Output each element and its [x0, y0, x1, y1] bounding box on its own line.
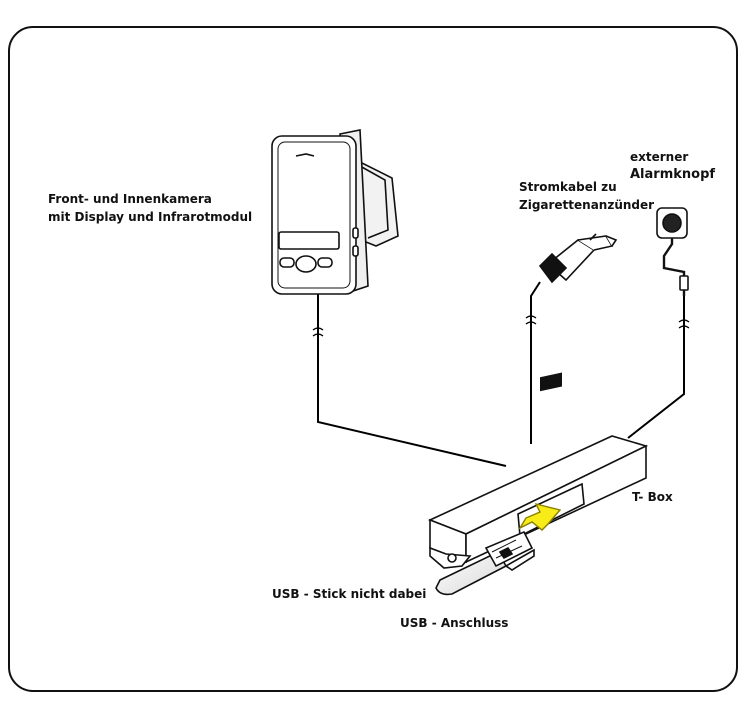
power-cable-label-line-1: Stromkabel zu	[519, 180, 617, 194]
alarm-button-label: externer Alarmknopf	[630, 148, 715, 184]
dashcam-icon	[271, 129, 399, 295]
tbox-label: T- Box	[632, 490, 673, 504]
alarm-cable	[627, 296, 685, 439]
cable-break-marks	[312, 315, 690, 337]
alarm-button-icon	[656, 207, 689, 296]
camera-cable	[317, 292, 507, 467]
camera-label-line-1: Front- und Innenkamera	[48, 192, 212, 206]
car-charger-plug-icon	[538, 233, 618, 284]
power-cable-label-line-2: Zigarettenanzünder	[519, 198, 655, 212]
camera-label-line-2: mit Display und Infrarotmodul	[48, 210, 253, 224]
power-cable	[530, 281, 541, 444]
insert-arrow-icon	[518, 502, 562, 531]
tbox-icon	[427, 372, 649, 571]
alarm-label-line-1: externer	[630, 150, 689, 164]
usb-port-label: USB - Anschluss	[400, 616, 509, 630]
usb-stick-icon	[435, 530, 534, 596]
diagram-frame	[8, 26, 738, 692]
cables	[317, 281, 685, 467]
camera-label: Front- und Innenkamera mit Display und I…	[48, 190, 252, 226]
alarm-label-line-2: Alarmknopf	[630, 167, 716, 182]
power-cable-label: Stromkabel zu Zigarettenanzünder	[519, 178, 654, 214]
usb-stick-label: USB - Stick nicht dabei	[272, 587, 427, 601]
